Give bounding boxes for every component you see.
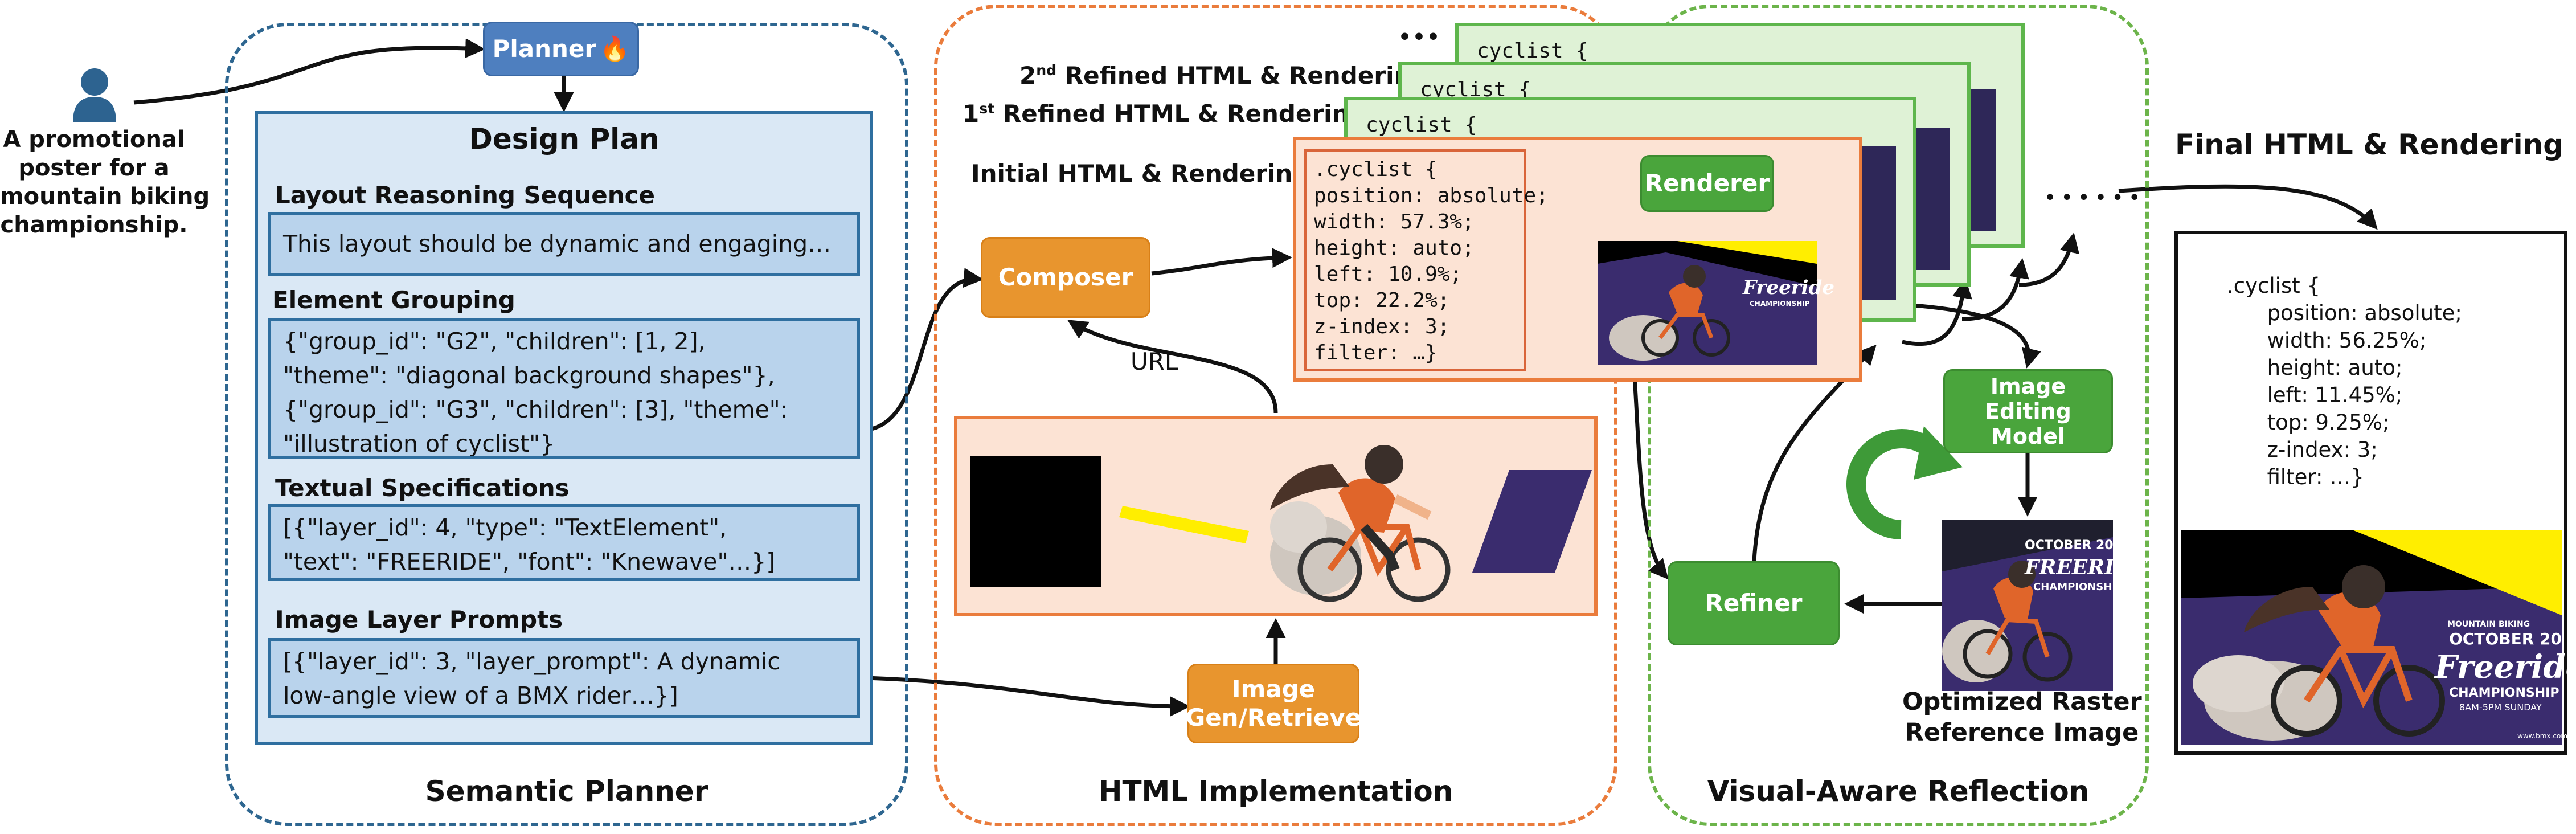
arrow-stack-2 xyxy=(1961,258,2029,321)
initial-render-title: Freeride xyxy=(1743,276,1834,299)
card-3-title: cyclist { xyxy=(1477,39,1588,63)
textual-text: [{"layer_id": 4, "type": "TextElement", … xyxy=(268,504,860,581)
final-css: .cyclist { position: absolute; width: 56… xyxy=(2227,273,2462,489)
more-dots-top: ••• xyxy=(1398,26,1441,49)
image-gen-button[interactable]: Image Gen/Retrieve xyxy=(1186,664,1361,743)
planner-label: Planner xyxy=(492,35,597,63)
initial-render-preview xyxy=(1598,241,1817,365)
user-icon xyxy=(71,67,118,122)
optimized-render-preview xyxy=(1942,520,2113,691)
final-brand: MOUNTAIN BIKING xyxy=(2447,620,2530,629)
grouping-text: {"group_id": "G2", "children": [1, 2], "… xyxy=(268,318,860,459)
fire-icon: 🔥 xyxy=(600,35,630,63)
final-poster-title: Freeride xyxy=(2435,648,2576,686)
second-refined-label: 2nd Refined HTML & Rendering xyxy=(1019,62,1428,89)
grouping-heading: Element Grouping xyxy=(272,286,515,314)
arrow-composer-to-card xyxy=(1151,248,1292,276)
final-subtitle: CHAMPIONSHIP xyxy=(2449,686,2559,700)
final-time: 8AM-5PM SUNDAY xyxy=(2459,702,2542,713)
planner-button[interactable]: Planner 🔥 xyxy=(483,22,639,76)
arrow-stack-1 xyxy=(1902,278,1972,346)
second-sup: nd xyxy=(1036,62,1057,79)
image-editing-button[interactable]: Image Editing Model xyxy=(1943,369,2113,453)
final-render-preview xyxy=(2181,530,2562,745)
optimized-date: OCTOBER 20 xyxy=(2025,538,2114,553)
design-plan-title: Design Plan xyxy=(469,122,660,156)
arrow-to-final xyxy=(2118,184,2378,230)
first-num: 1 xyxy=(963,100,980,128)
html-implementation-panel xyxy=(934,5,1617,826)
semantic-planner-title: Semantic Planner xyxy=(425,775,708,808)
html-implementation-title: HTML Implementation xyxy=(1098,775,1453,808)
image-prompts-heading: Image Layer Prompts xyxy=(275,606,563,633)
renderer-button[interactable]: Renderer xyxy=(1640,155,1774,212)
layout-text: This layout should be dynamic and engagi… xyxy=(268,212,860,276)
url-label: URL xyxy=(1131,348,1178,375)
initial-css-box: .cyclist { position: absolute; width: 57… xyxy=(1304,149,1549,371)
card-1-title: cyclist { xyxy=(1366,113,1477,137)
purple-shape-asset xyxy=(1469,467,1595,575)
arrow-prompts-to-imagegen xyxy=(865,676,1190,717)
optimized-title: FREERIDE xyxy=(2025,555,2148,579)
final-url: www.bmx.com xyxy=(2517,732,2568,740)
visual-reflection-panel xyxy=(1648,5,2149,826)
arrow-designplan-to-composer xyxy=(865,268,984,432)
optimized-label: Optimized Raster Reference Image xyxy=(1902,688,2142,747)
initial-render-subtitle: CHAMPIONSHIP xyxy=(1750,300,1810,308)
more-dots-right: • • • • • • xyxy=(2045,188,2140,208)
refresh-icon xyxy=(1846,426,1963,539)
optimized-subtitle: CHAMPIONSHIP xyxy=(2033,581,2124,593)
arrow-assets-to-composer xyxy=(1067,320,1278,414)
first-refined-label: 1st Refined HTML & Rendering xyxy=(963,100,1366,128)
arrow-card-to-refiner xyxy=(1632,375,1669,580)
textual-heading: Textual Specifications xyxy=(275,474,570,502)
second-num: 2 xyxy=(1019,62,1037,89)
yellow-stripe-asset xyxy=(1119,501,1250,547)
visual-reflection-title: Visual-Aware Reflection xyxy=(1707,775,2090,808)
first-rest: Refined HTML & Rendering xyxy=(994,100,1366,128)
composer-button[interactable]: Composer xyxy=(981,237,1150,318)
cyclist-asset xyxy=(1264,424,1452,607)
second-rest: Refined HTML & Rendering xyxy=(1056,62,1428,89)
final-title: Final HTML & Rendering xyxy=(2174,128,2564,161)
refiner-button[interactable]: Refiner xyxy=(1668,561,1840,645)
image-prompts-text: [{"layer_id": 3, "layer_prompt": A dynam… xyxy=(268,638,860,718)
layout-heading: Layout Reasoning Sequence xyxy=(275,181,656,209)
user-prompt: A promotional poster for a mountain biki… xyxy=(0,126,210,238)
arrow-user-to-planner xyxy=(133,38,485,105)
initial-label: Initial HTML & Rendering xyxy=(971,160,1310,187)
black-background-asset xyxy=(970,456,1101,587)
final-date: OCTOBER 20 xyxy=(2449,629,2562,648)
arrow-stack-3 xyxy=(2018,232,2080,287)
first-sup: st xyxy=(979,100,995,117)
